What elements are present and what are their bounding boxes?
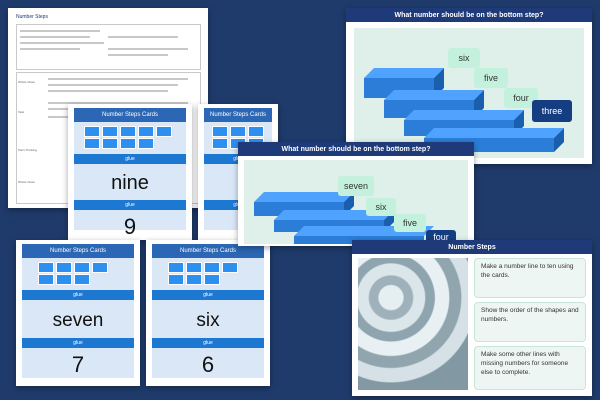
number-card-seven: Number Steps Cards glue seven glue 7 (16, 240, 140, 386)
glue-strip: glue (74, 154, 186, 164)
card-title: Number Steps Cards (74, 108, 186, 122)
number-card-nine: Number Steps Cards glue nine glue 9 (68, 104, 192, 240)
task-tile-2: Show the order of the shapes and numbers… (474, 302, 586, 342)
step-label-six: six (366, 198, 396, 216)
glue-strip: glue (22, 338, 134, 348)
number-word: nine (111, 172, 149, 194)
row-label-2: Task (18, 110, 25, 114)
number-word: seven (52, 310, 104, 331)
step-label-seven: seven (338, 176, 374, 196)
number-digit: 7 (71, 352, 85, 377)
document-heading: Number Steps (16, 14, 48, 20)
number-digit: 6 (201, 352, 215, 377)
staircase-illustration (364, 68, 564, 152)
slide-bottom-step-question-2: What number should be on the bottom step… (238, 142, 474, 246)
step-label-six: six (448, 48, 480, 68)
step-label-five: five (394, 214, 426, 232)
number-word: six (196, 310, 220, 331)
card-title: Number Steps Cards (204, 108, 272, 122)
card-title: Number Steps Cards (152, 244, 264, 258)
step-label-five: five (474, 68, 508, 88)
slide-title: What number should be on the bottom step… (238, 142, 474, 156)
row-label-3: Pairs Thinking (18, 148, 37, 152)
numbers-collage-image (358, 258, 468, 390)
slide-title: What number should be on the bottom step… (346, 8, 592, 22)
glue-strip: glue (152, 290, 264, 300)
step-label-four: four (504, 88, 538, 108)
row-label-1: Whole Class (18, 80, 35, 84)
step-label-three: three (532, 100, 572, 122)
slide-title: Number Steps (352, 240, 592, 254)
slide-number-steps-tasks: Number Steps Make a number line to ten u… (352, 240, 592, 396)
number-card-six: Number Steps Cards glue six glue 6 (146, 240, 270, 386)
row-label-4: Whole Class (18, 180, 35, 184)
glue-strip: glue (152, 338, 264, 348)
glue-strip: glue (22, 290, 134, 300)
card-title: Number Steps Cards (22, 244, 134, 258)
task-tile-1: Make a number line to ten using the card… (474, 258, 586, 298)
number-digit: 9 (123, 214, 137, 239)
slide-bottom-step-question-1: What number should be on the bottom step… (346, 8, 592, 164)
task-tile-3: Make some other lines with missing numbe… (474, 346, 586, 390)
glue-strip: glue (74, 200, 186, 210)
